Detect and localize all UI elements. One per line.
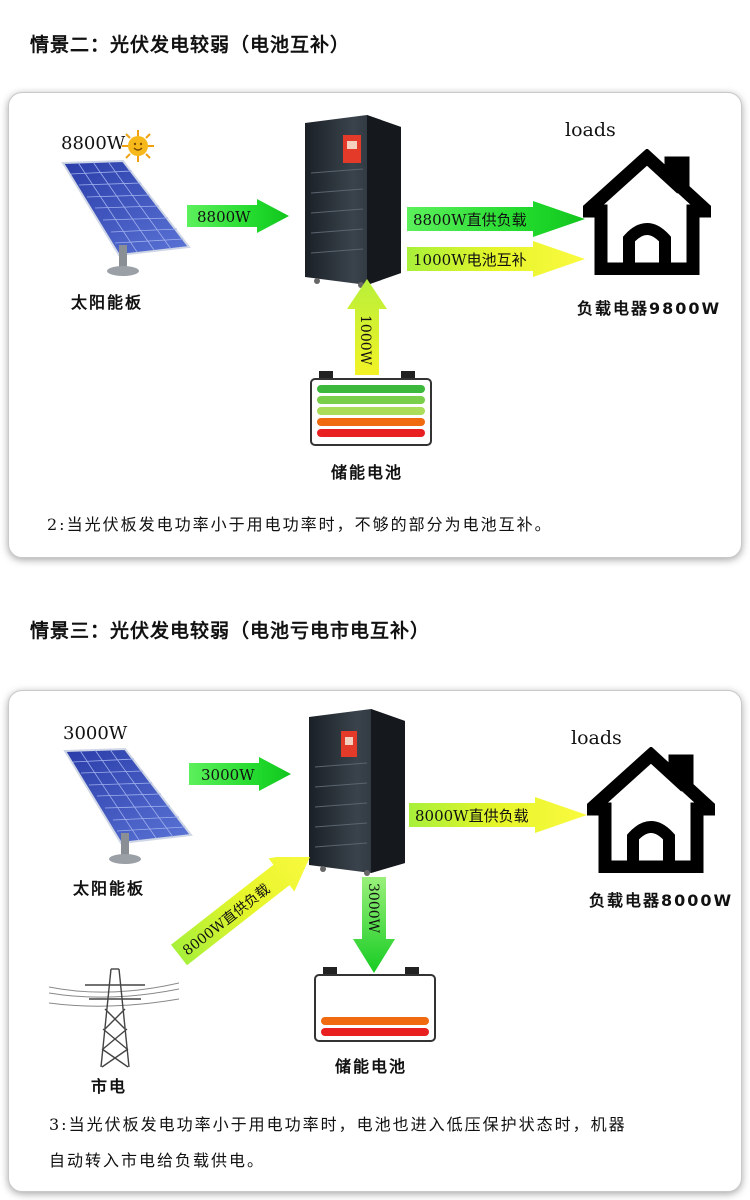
scene3-solar-panel-icon bbox=[63, 747, 193, 864]
inverter-cabinet-icon bbox=[305, 115, 401, 288]
scene2-arrow-load-battery: 1000W电池互补 bbox=[407, 241, 585, 277]
scene3-arrow-solar: 3000W bbox=[189, 757, 291, 791]
scene2-arrow-solar: 8800W bbox=[187, 199, 289, 233]
solar-panel-icon bbox=[61, 159, 191, 276]
scene3-arrow-battery-down-label: 3000W bbox=[365, 883, 381, 934]
scene3-house-icon bbox=[587, 747, 715, 873]
scene2-arrow-load-battery-label: 1000W电池互补 bbox=[413, 251, 527, 269]
scene3-grid-label: 市电 bbox=[91, 1077, 128, 1096]
scene3-loads-label: loads bbox=[571, 727, 622, 749]
power-tower-icon bbox=[49, 968, 179, 1068]
scene3-caption-line1: 3:当光伏板发电功率小于用电功率时，电池也进入低压保护状态时，机器 bbox=[49, 1115, 627, 1134]
scene3-arrow-load-direct-label: 8000W直供负载 bbox=[415, 807, 529, 825]
scene3-solar-power: 3000W bbox=[63, 723, 128, 744]
scene2-arrow-battery-up-label: 1000W bbox=[357, 315, 373, 366]
scene2-arrow-load-direct-label: 8800W直供负载 bbox=[413, 211, 527, 229]
scene3-battery-icon bbox=[314, 967, 436, 1042]
scene3-arrow-load-direct: 8000W直供负载 bbox=[409, 797, 587, 833]
scene2-battery-label: 储能电池 bbox=[331, 463, 404, 482]
scene3-solar-label: 太阳能板 bbox=[73, 879, 146, 898]
scene2-solar-label: 太阳能板 bbox=[71, 293, 144, 312]
scene3-inverter-cabinet-icon bbox=[309, 709, 405, 876]
scene2-battery-icon bbox=[310, 371, 432, 446]
scene2-solar-power: 8800W bbox=[61, 133, 126, 154]
scene3-panel: 3000W 太阳能板 3000W loads bbox=[8, 690, 742, 1192]
scene2-title: 情景二：光伏发电较弱（电池互补） bbox=[30, 34, 351, 56]
scene2-load-label: 负载电器9800W bbox=[577, 299, 722, 318]
scene2-house-icon bbox=[583, 149, 711, 275]
scene2-loads-label: loads bbox=[565, 119, 616, 141]
scene3-caption-line2: 自动转入市电给负载供电。 bbox=[49, 1151, 266, 1170]
scene3-arrow-grid: 8000W直供负载 bbox=[170, 857, 313, 966]
scene2-arrow-battery-up: 1000W bbox=[347, 279, 387, 375]
scene3-title: 情景三：光伏发电较弱（电池亏电市电互补） bbox=[30, 620, 431, 642]
scene2-arrow-load-direct: 8800W直供负载 bbox=[407, 201, 585, 237]
scene2-panel: 8800W 太阳能板 8800W bbox=[8, 92, 742, 558]
scene2-arrow-solar-label: 8800W bbox=[197, 208, 251, 226]
scene3-arrow-solar-label: 3000W bbox=[201, 766, 255, 784]
scene3-arrow-battery-down: 3000W bbox=[353, 877, 395, 973]
scene3-battery-label: 储能电池 bbox=[335, 1057, 408, 1076]
scene3-load-label: 负载电器8000W bbox=[589, 891, 734, 910]
scene2-caption: 2:当光伏板发电功率小于用电功率时，不够的部分为电池互补。 bbox=[47, 515, 553, 534]
sun-icon bbox=[122, 130, 154, 162]
scene3-arrow-grid-label: 8000W直供负载 bbox=[179, 881, 273, 960]
